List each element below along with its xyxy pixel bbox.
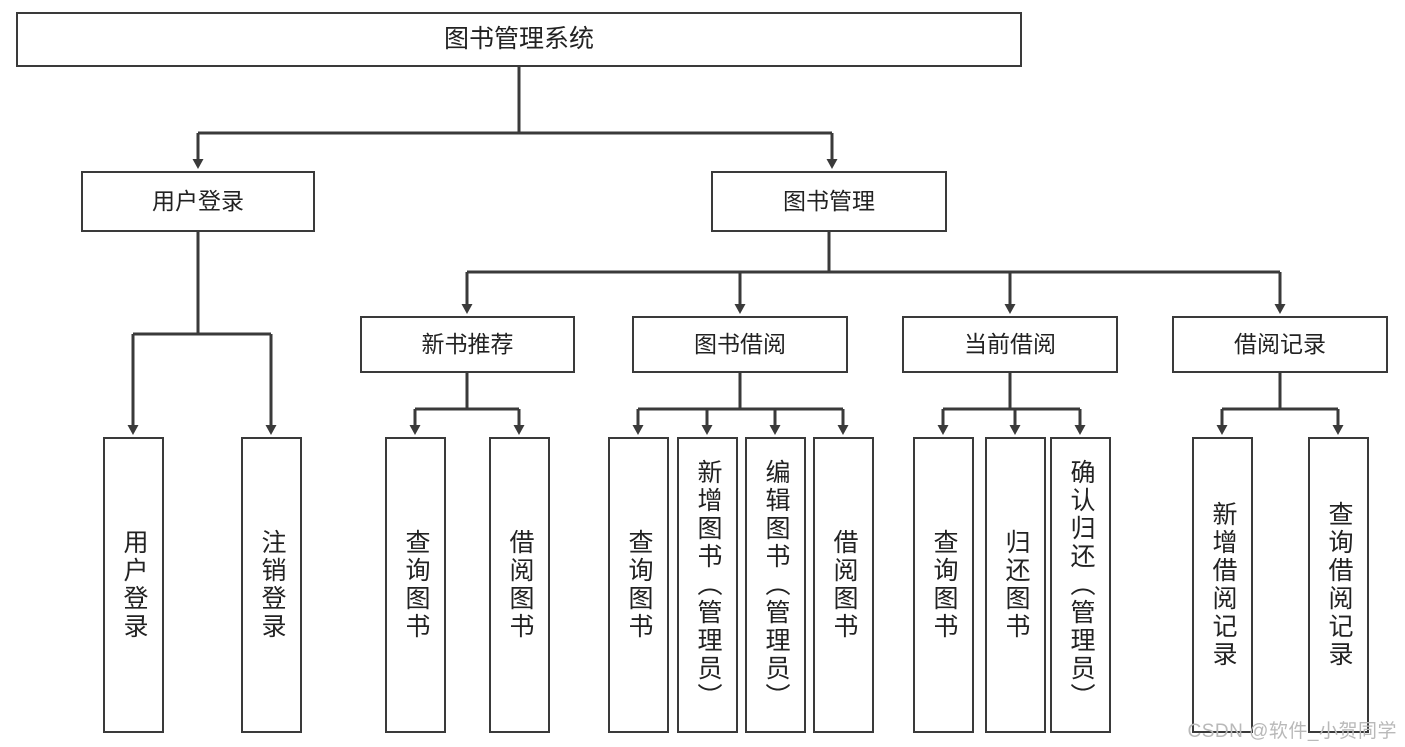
- node-label: 确认归还（管理员）: [1067, 459, 1095, 711]
- leaf-query-borrow-record[interactable]: 查询借阅记录: [1308, 437, 1369, 733]
- node-label: 查询图书: [930, 529, 958, 641]
- node-label: 当前借阅: [964, 330, 1056, 357]
- leaf-query-book-borrow[interactable]: 查询图书: [608, 437, 669, 733]
- node-book-management[interactable]: 图书管理: [711, 171, 947, 232]
- node-label: 查询图书: [402, 529, 430, 641]
- leaf-query-book-current[interactable]: 查询图书: [913, 437, 974, 733]
- node-label: 注销登录: [258, 529, 286, 641]
- node-new-book-recommend[interactable]: 新书推荐: [360, 316, 575, 373]
- leaf-add-book-admin[interactable]: 新增图书（管理员）: [677, 437, 738, 733]
- leaf-add-borrow-record[interactable]: 新增借阅记录: [1192, 437, 1253, 733]
- leaf-logout-login[interactable]: 注销登录: [241, 437, 302, 733]
- leaf-confirm-return-admin[interactable]: 确认归还（管理员）: [1050, 437, 1111, 733]
- leaf-user-login[interactable]: 用户登录: [103, 437, 164, 733]
- leaf-borrow-book[interactable]: 借阅图书: [813, 437, 874, 733]
- node-label: 图书管理: [783, 187, 875, 214]
- node-label: 查询借阅记录: [1325, 501, 1353, 669]
- leaf-query-book-recommend[interactable]: 查询图书: [385, 437, 446, 733]
- node-book-borrow[interactable]: 图书借阅: [632, 316, 848, 373]
- node-label: 查询图书: [625, 529, 653, 641]
- node-label: 图书管理系统: [443, 24, 594, 53]
- node-label: 借阅图书: [830, 529, 858, 641]
- node-label: 用户登录: [152, 187, 244, 214]
- leaf-edit-book-admin[interactable]: 编辑图书（管理员）: [745, 437, 806, 733]
- node-label: 编辑图书（管理员）: [762, 459, 790, 711]
- node-label: 归还图书: [1002, 529, 1030, 641]
- node-current-borrow[interactable]: 当前借阅: [902, 316, 1118, 373]
- node-label: 借阅记录: [1234, 330, 1326, 357]
- node-label: 图书借阅: [694, 330, 786, 357]
- node-label: 新增图书（管理员）: [694, 459, 722, 711]
- leaf-return-book[interactable]: 归还图书: [985, 437, 1046, 733]
- leaf-borrow-book-recommend[interactable]: 借阅图书: [489, 437, 550, 733]
- node-label: 新增借阅记录: [1209, 501, 1237, 669]
- node-borrow-record[interactable]: 借阅记录: [1172, 316, 1388, 373]
- node-user-login[interactable]: 用户登录: [81, 171, 315, 232]
- node-root-system[interactable]: 图书管理系统: [16, 12, 1022, 67]
- node-label: 新书推荐: [421, 330, 514, 357]
- node-label: 借阅图书: [506, 529, 534, 641]
- node-label: 用户登录: [120, 529, 148, 641]
